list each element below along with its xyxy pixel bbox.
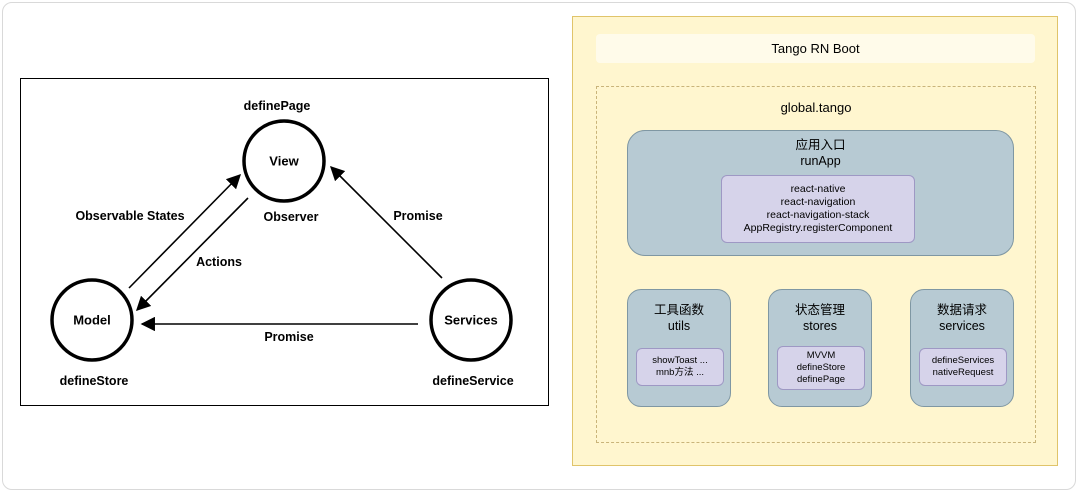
global-tango-container: global.tango 应用入口 runApp react-native re…	[596, 86, 1036, 443]
define-page-label: definePage	[243, 99, 311, 113]
stores-module-items: MVVM defineStore definePage	[777, 346, 865, 390]
module-item: defineServices	[931, 355, 995, 366]
actions-arrow	[135, 197, 249, 312]
model-node	[50, 278, 134, 362]
boot-title-bar: Tango RN Boot	[596, 34, 1035, 63]
services-node	[429, 278, 513, 362]
model-node-label: Model	[73, 312, 111, 328]
define-store-label: defineStore	[59, 374, 129, 388]
boot-title: Tango RN Boot	[771, 41, 860, 56]
module-item: showToast ...	[652, 355, 708, 366]
module-item: defineStore	[796, 362, 846, 373]
module-item: mnb方法 ...	[655, 367, 705, 378]
utils-module: 工具函数 utils showToast ... mnb方法 ...	[627, 289, 731, 407]
view-node-label: View	[269, 153, 299, 169]
app-entry-deps: react-native react-navigation react-navi…	[721, 175, 915, 243]
stores-module: 状态管理 stores MVVM defineStore definePage	[768, 289, 872, 407]
stores-title-en: stores	[802, 319, 838, 333]
module-item: nativeRequest	[932, 367, 994, 378]
app-entry-title-en: runApp	[800, 154, 841, 168]
view-node	[242, 119, 326, 203]
services-module-items: defineServices nativeRequest	[919, 348, 1007, 386]
stores-module-title: 状态管理 stores	[769, 302, 871, 334]
dep-item: AppRegistry.registerComponent	[743, 222, 893, 234]
observable-states-label: Observable States	[75, 209, 185, 223]
services-title-cn: 数据请求	[936, 303, 987, 317]
utils-module-title: 工具函数 utils	[628, 302, 730, 334]
promise-model-label: Promise	[264, 330, 314, 344]
define-service-label: defineService	[432, 374, 514, 388]
app-entry-title-cn: 应用入口	[795, 138, 846, 152]
app-entry-title: 应用入口 runApp	[628, 137, 1013, 169]
tango-rn-boot-panel: Tango RN Boot global.tango 应用入口 runApp r…	[572, 16, 1058, 466]
dep-item: react-navigation-stack	[766, 209, 870, 221]
utils-module-items: showToast ... mnb方法 ...	[636, 348, 724, 386]
global-tango-title: global.tango	[780, 100, 852, 115]
utils-title-cn: 工具函数	[653, 303, 704, 317]
services-module-title: 数据请求 services	[911, 302, 1013, 334]
mvvm-diagram: View Model Services definePage Observer …	[20, 78, 549, 406]
actions-label: Actions	[196, 255, 242, 269]
services-module: 数据请求 services defineServices nativeReque…	[910, 289, 1014, 407]
module-item: MVVM	[806, 350, 836, 361]
stores-title-cn: 状态管理	[794, 303, 845, 317]
services-node-label: Services	[444, 312, 498, 328]
mvvm-diagram-canvas	[50, 119, 513, 362]
dep-item: react-native	[790, 183, 846, 195]
app-entry-box: 应用入口 runApp react-native react-navigatio…	[627, 130, 1014, 256]
observer-label: Observer	[263, 210, 319, 224]
promise-view-label: Promise	[393, 209, 443, 223]
dep-item: react-navigation	[780, 196, 856, 208]
services-title-en: services	[939, 319, 985, 333]
module-item: definePage	[796, 374, 846, 385]
promise-view-arrow	[329, 165, 443, 279]
observable-states-arrow	[128, 173, 242, 289]
utils-title-en: utils	[667, 319, 691, 333]
